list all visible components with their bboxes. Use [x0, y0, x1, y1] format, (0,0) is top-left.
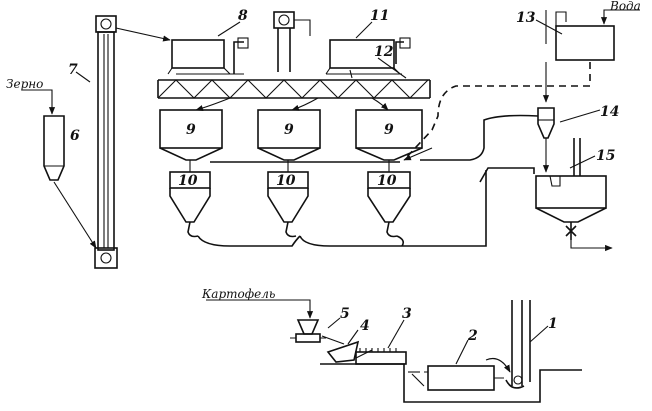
label-7: 7: [68, 62, 78, 78]
mixer-10-left: [169, 160, 211, 238]
steam-line: [420, 114, 539, 161]
label-9-right: 9: [384, 122, 394, 138]
mixer-10-middle: [267, 160, 309, 238]
weighing-unit-8: [167, 37, 249, 75]
label-11: 11: [370, 8, 389, 24]
water-input-arrow: [600, 9, 640, 25]
bin-9-left: [159, 109, 223, 161]
label-3: 3: [402, 306, 412, 322]
leader-1: [529, 325, 549, 343]
conveyor-3: [355, 348, 407, 365]
bucket-elevator-7: [94, 15, 118, 269]
label-9-left: 9: [186, 122, 196, 138]
elevator-to-scale-arrow: [115, 27, 171, 42]
label-potato: Картофель: [201, 287, 275, 301]
label-1: 1: [548, 316, 558, 332]
conveyor-to-bin-1: [195, 97, 231, 112]
label-13: 13: [516, 10, 536, 26]
hopper-to-elevator-arrow: [53, 181, 97, 249]
leader-4: [347, 329, 359, 345]
leader-2: [455, 339, 469, 365]
label-10-left: 10: [178, 173, 198, 189]
label-6: 6: [70, 128, 80, 144]
crusher-2: [411, 365, 504, 391]
cooker-output-arrow: [570, 240, 613, 252]
water-dashed-line: [403, 62, 591, 161]
label-14: 14: [600, 104, 619, 120]
label-15: 15: [596, 148, 615, 164]
leader-8: [217, 21, 241, 37]
bin-9-middle: [257, 109, 321, 161]
leader-3: [387, 319, 405, 349]
label-10-right: 10: [377, 173, 397, 189]
label-2: 2: [467, 328, 478, 344]
leader-7: [75, 71, 91, 83]
scale-11-discharge: [349, 69, 353, 79]
label-grain: Зерно: [6, 77, 43, 91]
leader-11: [355, 21, 373, 39]
potato-input-arrow: [206, 299, 314, 319]
pit-outline: [320, 363, 582, 403]
conveyor-to-bin-3: [371, 97, 389, 111]
mixer-10-right: [367, 160, 411, 238]
cooker-15: [535, 138, 607, 240]
water-to-mixer-arrow: [403, 147, 433, 161]
label-4: 4: [360, 318, 370, 334]
label-9-middle: 9: [284, 122, 294, 138]
elevator-head-11: [273, 11, 311, 72]
label-12: 12: [374, 44, 394, 60]
potato-hopper-5: [290, 319, 326, 343]
grain-hopper-6: [43, 115, 65, 181]
label-10-middle: 10: [276, 173, 296, 189]
cooker-return-line: [479, 167, 535, 183]
mixer-outlet-line: [197, 170, 487, 247]
water-tank-13: [545, 10, 615, 61]
leader-5: [327, 317, 341, 329]
label-8: 8: [238, 8, 248, 24]
separator-14: [537, 107, 555, 173]
label-water: Вода: [609, 0, 641, 13]
leader-13: [535, 19, 563, 35]
leader-14: [559, 109, 601, 123]
label-5: 5: [340, 306, 350, 322]
grain-input-arrow: [22, 89, 56, 115]
lift-1: [505, 300, 531, 389]
crusher-to-lift-arrow: [485, 357, 511, 373]
weighing-unit-11: [325, 37, 411, 75]
conveyor-to-bin-2: [291, 97, 319, 111]
conveyor-12: [157, 79, 431, 99]
leader-12: [377, 57, 407, 79]
hopper-to-washer: [321, 335, 345, 345]
